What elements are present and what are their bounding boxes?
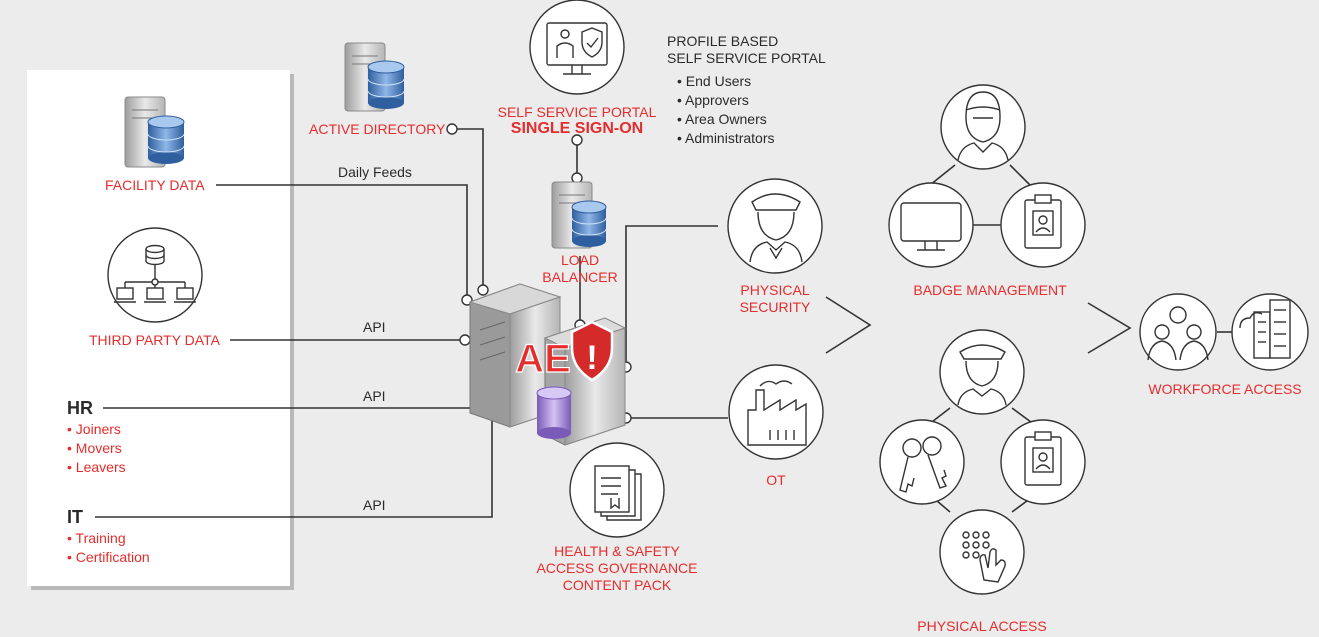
api-it-label: API [363, 497, 386, 513]
keys-icon [879, 419, 965, 505]
connector-lines [95, 128, 1232, 518]
content-pack-line-2: ACCESS GOVERNANCE [536, 560, 698, 576]
line-core-physical-security [625, 225, 718, 365]
physical-security-line-2: SECURITY [739, 299, 811, 315]
line-facility-daily-feeds [216, 184, 468, 296]
dot-core-api [459, 334, 471, 346]
third-party-data-label: THIRD PARTY DATA [89, 332, 220, 348]
buildings-icon [1231, 293, 1309, 371]
access-badge-icon [1000, 419, 1086, 505]
daily-feeds-label: Daily Feeds [338, 164, 412, 180]
load-balancer-icon [551, 181, 607, 249]
line-hr-api [103, 385, 477, 409]
hr-items-list: Joiners Movers Leavers [67, 420, 126, 477]
load-balancer-line-1: LOAD [560, 252, 600, 268]
portal-subtitle: SINGLE SIGN-ON [510, 120, 644, 137]
line-it-api [95, 387, 493, 518]
access-guard-icon [939, 329, 1025, 415]
workforce-access-label: WORKFORCE ACCESS [1148, 381, 1302, 397]
it-label: IT [67, 507, 83, 527]
ot-label: OT [766, 472, 786, 488]
hr-item-leavers: Leavers [67, 458, 126, 477]
network-icon [107, 227, 203, 323]
dot-core-ad [477, 284, 489, 296]
role-approvers: Approvers [677, 91, 775, 110]
content-pack-line-3: CONTENT PACK [562, 577, 672, 593]
it-items-list: Training Certification [67, 529, 150, 567]
physical-security-line-1: PHYSICAL [740, 282, 810, 298]
keypad-icon [939, 509, 1025, 595]
load-balancer-line-2: BALANCER [542, 269, 618, 285]
content-pack-line-1: HEALTH & SAFETY [554, 543, 680, 559]
security-guard-icon [727, 178, 823, 274]
portal-title: SELF SERVICE PORTAL [497, 104, 657, 120]
facility-data-label: FACILITY DATA [105, 177, 205, 193]
dot-portal [571, 134, 583, 146]
load-balancer-label: LOAD BALANCER [530, 252, 630, 286]
arrow-to-workforce-access-icon [1087, 302, 1132, 354]
monitor-icon [888, 182, 974, 268]
badge-management-label: BADGE MANAGEMENT [913, 282, 1067, 298]
hr-label: HR [67, 398, 93, 418]
content-pack-icon [569, 442, 665, 538]
active-directory-text: ACTIVE DIRECTORY [309, 121, 446, 137]
facility-database-icon [124, 96, 185, 168]
line-active-directory [452, 128, 484, 286]
it-item-certification: Certification [67, 548, 150, 567]
role-end-users: End Users [677, 72, 775, 91]
factory-icon [728, 364, 824, 460]
arrow-to-badge-management-icon [825, 296, 872, 354]
api-third-party-label: API [363, 319, 386, 335]
badge-clipboard-icon [1000, 182, 1086, 268]
ae-shield-mark: ! [586, 339, 597, 377]
workforce-people-icon [1139, 293, 1217, 371]
portal-roles-list: End Users Approvers Area Owners Administ… [677, 72, 775, 148]
ae-shield-icon: ! [570, 320, 614, 382]
ae-logo-text: AE [515, 337, 571, 381]
physical-security-label: PHYSICAL SECURITY [725, 282, 825, 316]
profile-line-1: PROFILE BASED [667, 33, 779, 49]
profile-line-2: SELF SERVICE PORTAL [667, 50, 826, 66]
line-badge-top-right [1009, 164, 1031, 186]
self-service-portal-icon [529, 0, 625, 95]
role-area-owners: Area Owners [677, 110, 775, 129]
dot-active-directory [446, 123, 458, 135]
badge-admin-icon [940, 84, 1026, 170]
active-directory-database-icon [344, 42, 405, 112]
it-item-training: Training [67, 529, 150, 548]
physical-access-label: PHYSICAL ACCESS [917, 618, 1047, 634]
active-directory-label: ACTIVE DIRECTORY [309, 121, 445, 137]
hr-item-joiners: Joiners [67, 420, 126, 439]
role-administrators: Administrators [677, 129, 774, 148]
line-badge-top-left [929, 164, 956, 186]
api-hr-label: API [363, 388, 386, 404]
ae-purple-database-icon [536, 386, 572, 439]
hr-item-movers: Movers [67, 439, 126, 458]
content-pack-label: HEALTH & SAFETY ACCESS GOVERNANCE CONTEN… [532, 543, 702, 594]
